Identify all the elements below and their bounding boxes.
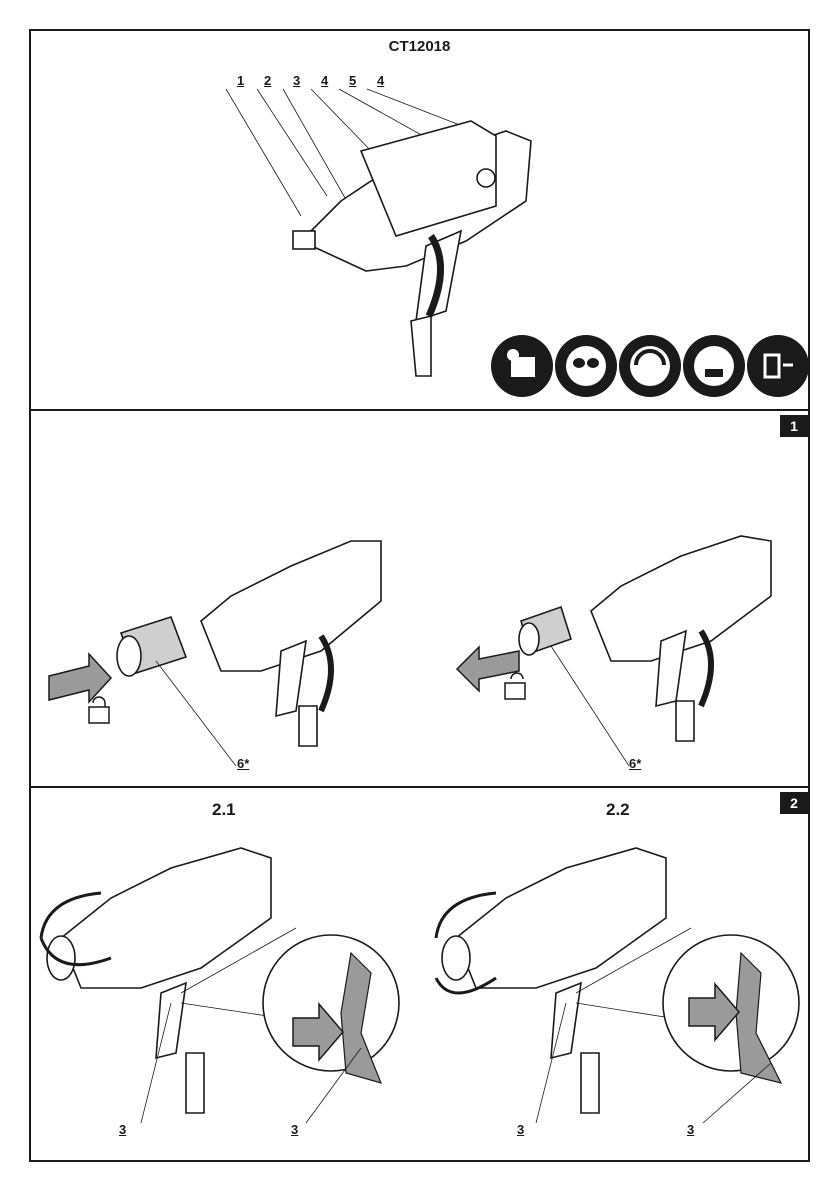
page-frame: CT12018 1 2 3 4 5 4 <box>29 29 810 1162</box>
dust-mask-icon <box>683 335 745 397</box>
read-manual-icon <box>491 335 553 397</box>
safety-goggles-icon <box>555 335 617 397</box>
unplug-before-servicing-icon <box>747 335 809 397</box>
insert-arrow-icon <box>49 654 111 702</box>
safety-icons-row <box>491 335 811 399</box>
direction-switch-illustration <box>31 788 808 1162</box>
unlock-icon-right <box>505 673 525 699</box>
zoom-detail-circle-2-1 <box>263 935 399 1071</box>
socket-install-illustration <box>31 411 808 786</box>
section-2-panel: 2 2.1 2.2 3 3 3 3 <box>31 786 808 1162</box>
overview-panel: CT12018 1 2 3 4 5 4 <box>31 31 808 409</box>
lock-icon-left <box>89 697 109 723</box>
ear-protection-icon <box>619 335 681 397</box>
section-1-panel: 1 6* 6* <box>31 409 808 786</box>
